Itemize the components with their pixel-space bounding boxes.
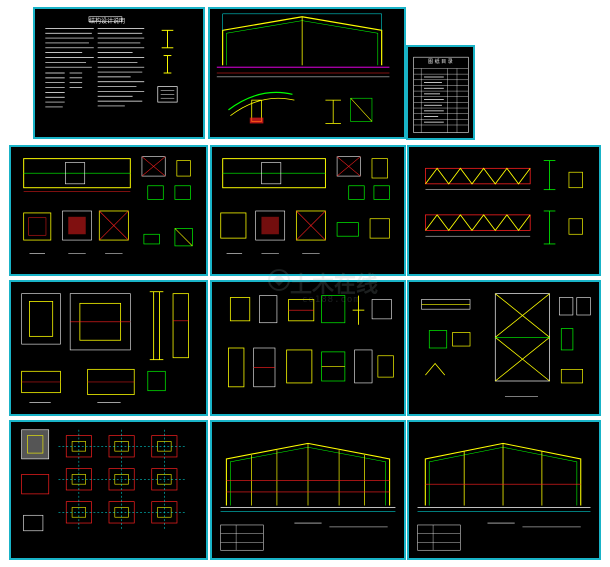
sheet-column-details[interactable] [9, 280, 208, 416]
elevation-1-drawing [220, 442, 396, 551]
sheet-elevation-1[interactable] [210, 420, 406, 560]
beam-details-1-drawing [23, 156, 193, 254]
sheet-beam-details-2[interactable] [210, 145, 406, 276]
sheet-index[interactable]: 图 纸 目 录 [406, 45, 475, 140]
sheet-notes[interactable]: 结构设计说明 [33, 7, 205, 139]
sheet-beam-details-1[interactable] [9, 145, 208, 276]
notes-title: 结构设计说明 [89, 18, 126, 25]
index-title: 图 纸 目 录 [428, 59, 453, 65]
index-table [413, 56, 469, 133]
bracing-details-drawing [421, 293, 591, 397]
connection-details-drawing [228, 295, 394, 388]
sheet-truss-details[interactable] [407, 145, 601, 276]
sheet-bracing-details[interactable] [407, 280, 601, 416]
sheet-portal-frame[interactable] [208, 7, 406, 139]
sheet-foundation-plan[interactable] [9, 420, 208, 560]
sheet-connection-details[interactable] [210, 280, 406, 416]
sheet-elevation-2[interactable] [407, 420, 601, 560]
column-details-drawing [21, 291, 189, 403]
foundation-plan-drawing [21, 429, 187, 532]
truss-details-drawing [425, 160, 583, 245]
portal-frame-drawing [216, 13, 390, 124]
elevation-2-drawing [417, 442, 591, 551]
notes-drawing [45, 16, 178, 108]
beam-details-2-drawing [220, 156, 390, 254]
